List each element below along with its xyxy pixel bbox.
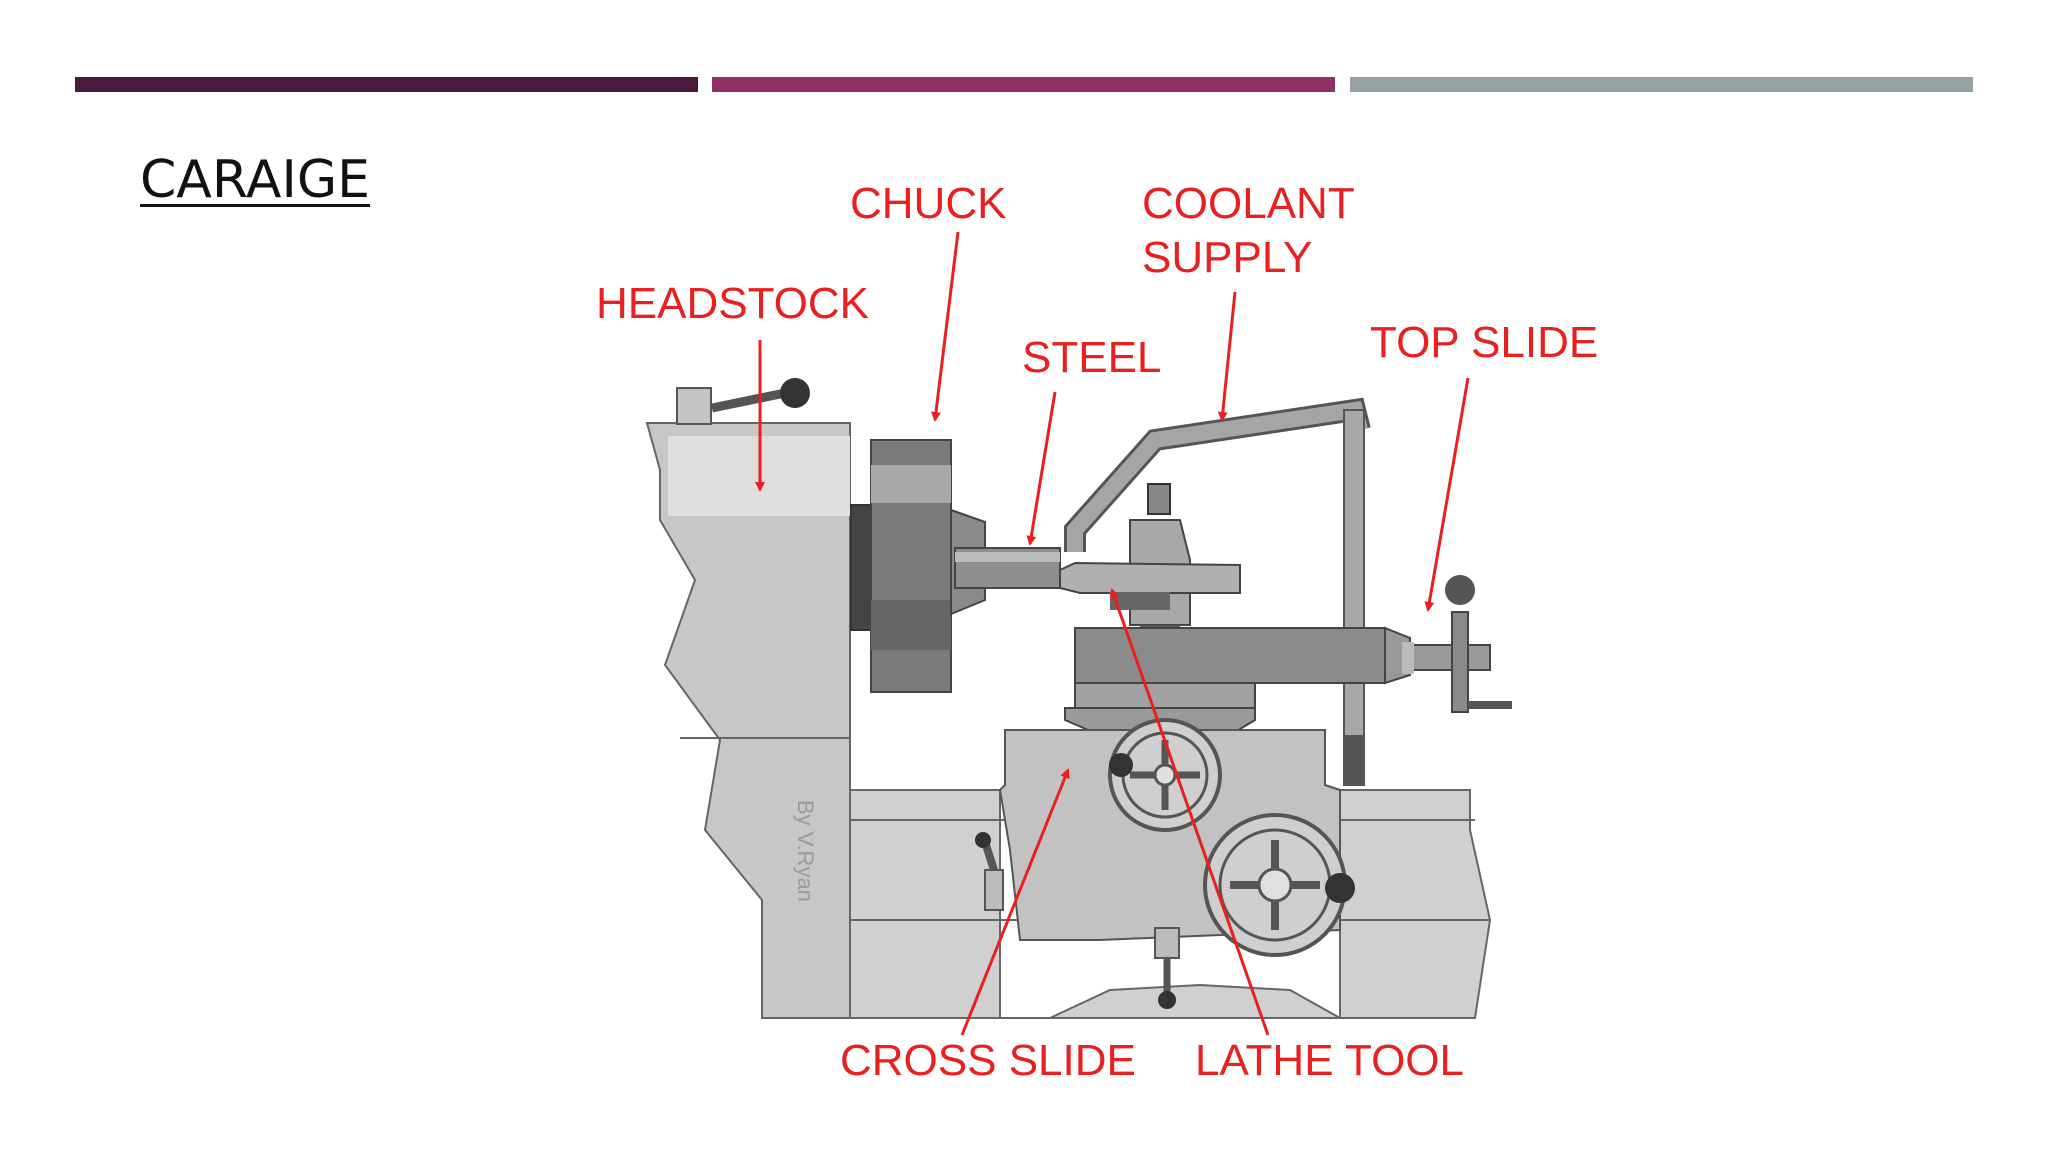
- label-coolant-line1: COOLANT: [1142, 179, 1355, 228]
- accent-bar-1: [75, 77, 698, 92]
- arrow-top-slide: [1424, 377, 1470, 612]
- arrow-steel: [1026, 391, 1057, 546]
- arrow-coolant: [1217, 291, 1237, 422]
- arrow-lathe-tool: [1109, 588, 1270, 1036]
- label-coolant-line2: SUPPLY: [1142, 233, 1312, 282]
- label-chuck: CHUCK: [850, 179, 1006, 228]
- coolant-supply: [1064, 397, 1371, 786]
- label-top-slide: TOP SLIDE: [1370, 318, 1598, 367]
- credit-text: By V.Ryan: [793, 800, 818, 902]
- headstock: [645, 378, 851, 1019]
- accent-bar-2: [712, 77, 1335, 92]
- tool-post: [1059, 483, 1241, 647]
- arrow-chuck: [931, 231, 960, 422]
- accent-bar-3: [1350, 77, 1973, 92]
- label-steel: STEEL: [1022, 333, 1161, 382]
- top-slide: [1074, 575, 1512, 713]
- label-headstock: HEADSTOCK: [596, 279, 869, 328]
- cross-slide-handwheel: [1108, 718, 1222, 832]
- apron-levers: [975, 832, 1180, 1009]
- label-cross-slide: CROSS SLIDE: [840, 1036, 1136, 1085]
- arrows: [755, 231, 1470, 1036]
- carriage-handwheel: [1203, 813, 1355, 957]
- arrow-cross-slide: [960, 768, 1070, 1036]
- label-lathe-tool: LATHE TOOL: [1195, 1036, 1464, 1085]
- steel-workpiece: [954, 547, 1061, 589]
- slide-title: CARAIGE: [140, 150, 370, 210]
